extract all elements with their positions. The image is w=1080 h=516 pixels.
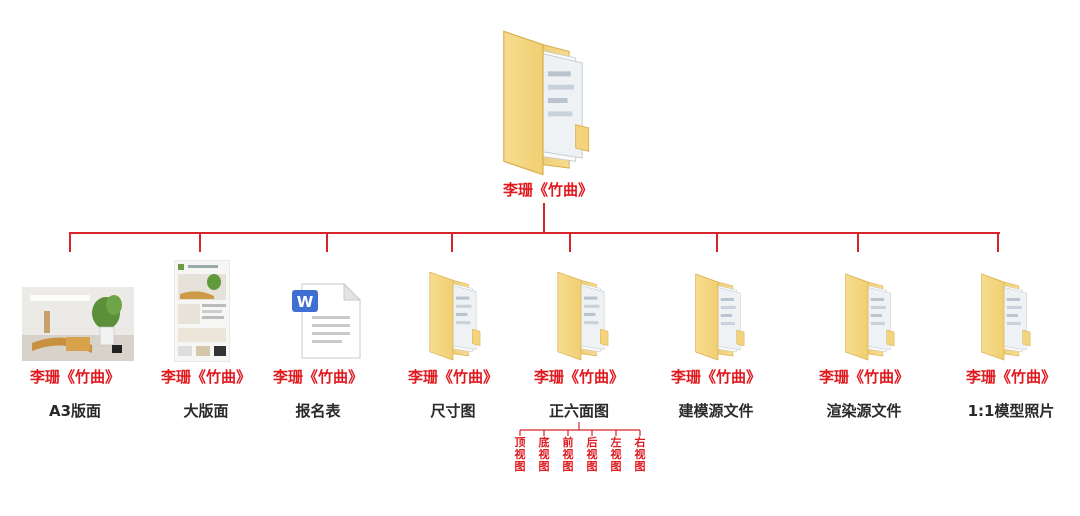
item-7-subtitle: 渲染源文件 bbox=[826, 402, 902, 420]
item-7-title: 李珊《竹曲》 bbox=[818, 368, 910, 386]
item-2-icon[interactable] bbox=[173, 259, 231, 363]
folder-icon bbox=[503, 30, 590, 176]
item-3-subtitle: 报名表 bbox=[295, 402, 341, 420]
item-6-title: 李珊《竹曲》 bbox=[670, 368, 762, 386]
item-8-title: 李珊《竹曲》 bbox=[965, 368, 1057, 386]
folder-icon bbox=[845, 273, 895, 361]
item-4-subtitle: 尺寸图 bbox=[430, 402, 476, 420]
item-1-title: 李珊《竹曲》 bbox=[29, 368, 121, 386]
poster-thumbnail-icon bbox=[173, 259, 231, 363]
child-view-label: 顶视图 bbox=[514, 436, 526, 473]
folder-icon bbox=[557, 271, 609, 361]
item-1-subtitle: A3版面 bbox=[48, 402, 102, 420]
child-view-label: 前视图 bbox=[562, 436, 574, 473]
photo-thumbnail-icon bbox=[22, 287, 134, 361]
item-4-icon[interactable] bbox=[424, 270, 482, 362]
item-8-icon[interactable] bbox=[976, 272, 1032, 362]
item-1-icon[interactable] bbox=[22, 287, 134, 361]
item-3-icon[interactable]: W bbox=[290, 282, 362, 360]
root-label: 李珊《竹曲》 bbox=[502, 181, 594, 199]
child-view-label: 底视图 bbox=[538, 436, 550, 473]
folder-icon bbox=[429, 271, 481, 361]
item-5-icon[interactable] bbox=[552, 270, 610, 362]
item-5-title: 李珊《竹曲》 bbox=[533, 368, 625, 386]
item-2-subtitle: 大版面 bbox=[183, 402, 229, 420]
item-5-subtitle: 正六面图 bbox=[548, 402, 610, 420]
item-8-subtitle: 1:1模型照片 bbox=[967, 402, 1055, 420]
item-4-title: 李珊《竹曲》 bbox=[407, 368, 499, 386]
item-6-subtitle: 建模源文件 bbox=[678, 402, 754, 420]
word-document-icon: W bbox=[292, 282, 362, 359]
folder-icon bbox=[695, 273, 745, 361]
svg-text:W: W bbox=[297, 293, 314, 311]
item-2-title: 李珊《竹曲》 bbox=[160, 368, 252, 386]
item-3-title: 李珊《竹曲》 bbox=[272, 368, 364, 386]
child-view-label: 后视图 bbox=[586, 436, 598, 473]
item-6-icon[interactable] bbox=[690, 272, 746, 362]
child-view-label: 左视图 bbox=[610, 436, 622, 473]
child-view-label: 右视图 bbox=[634, 436, 646, 473]
folder-icon bbox=[981, 273, 1031, 361]
item-7-icon[interactable] bbox=[840, 272, 896, 362]
root-folder-icon[interactable] bbox=[494, 28, 592, 178]
